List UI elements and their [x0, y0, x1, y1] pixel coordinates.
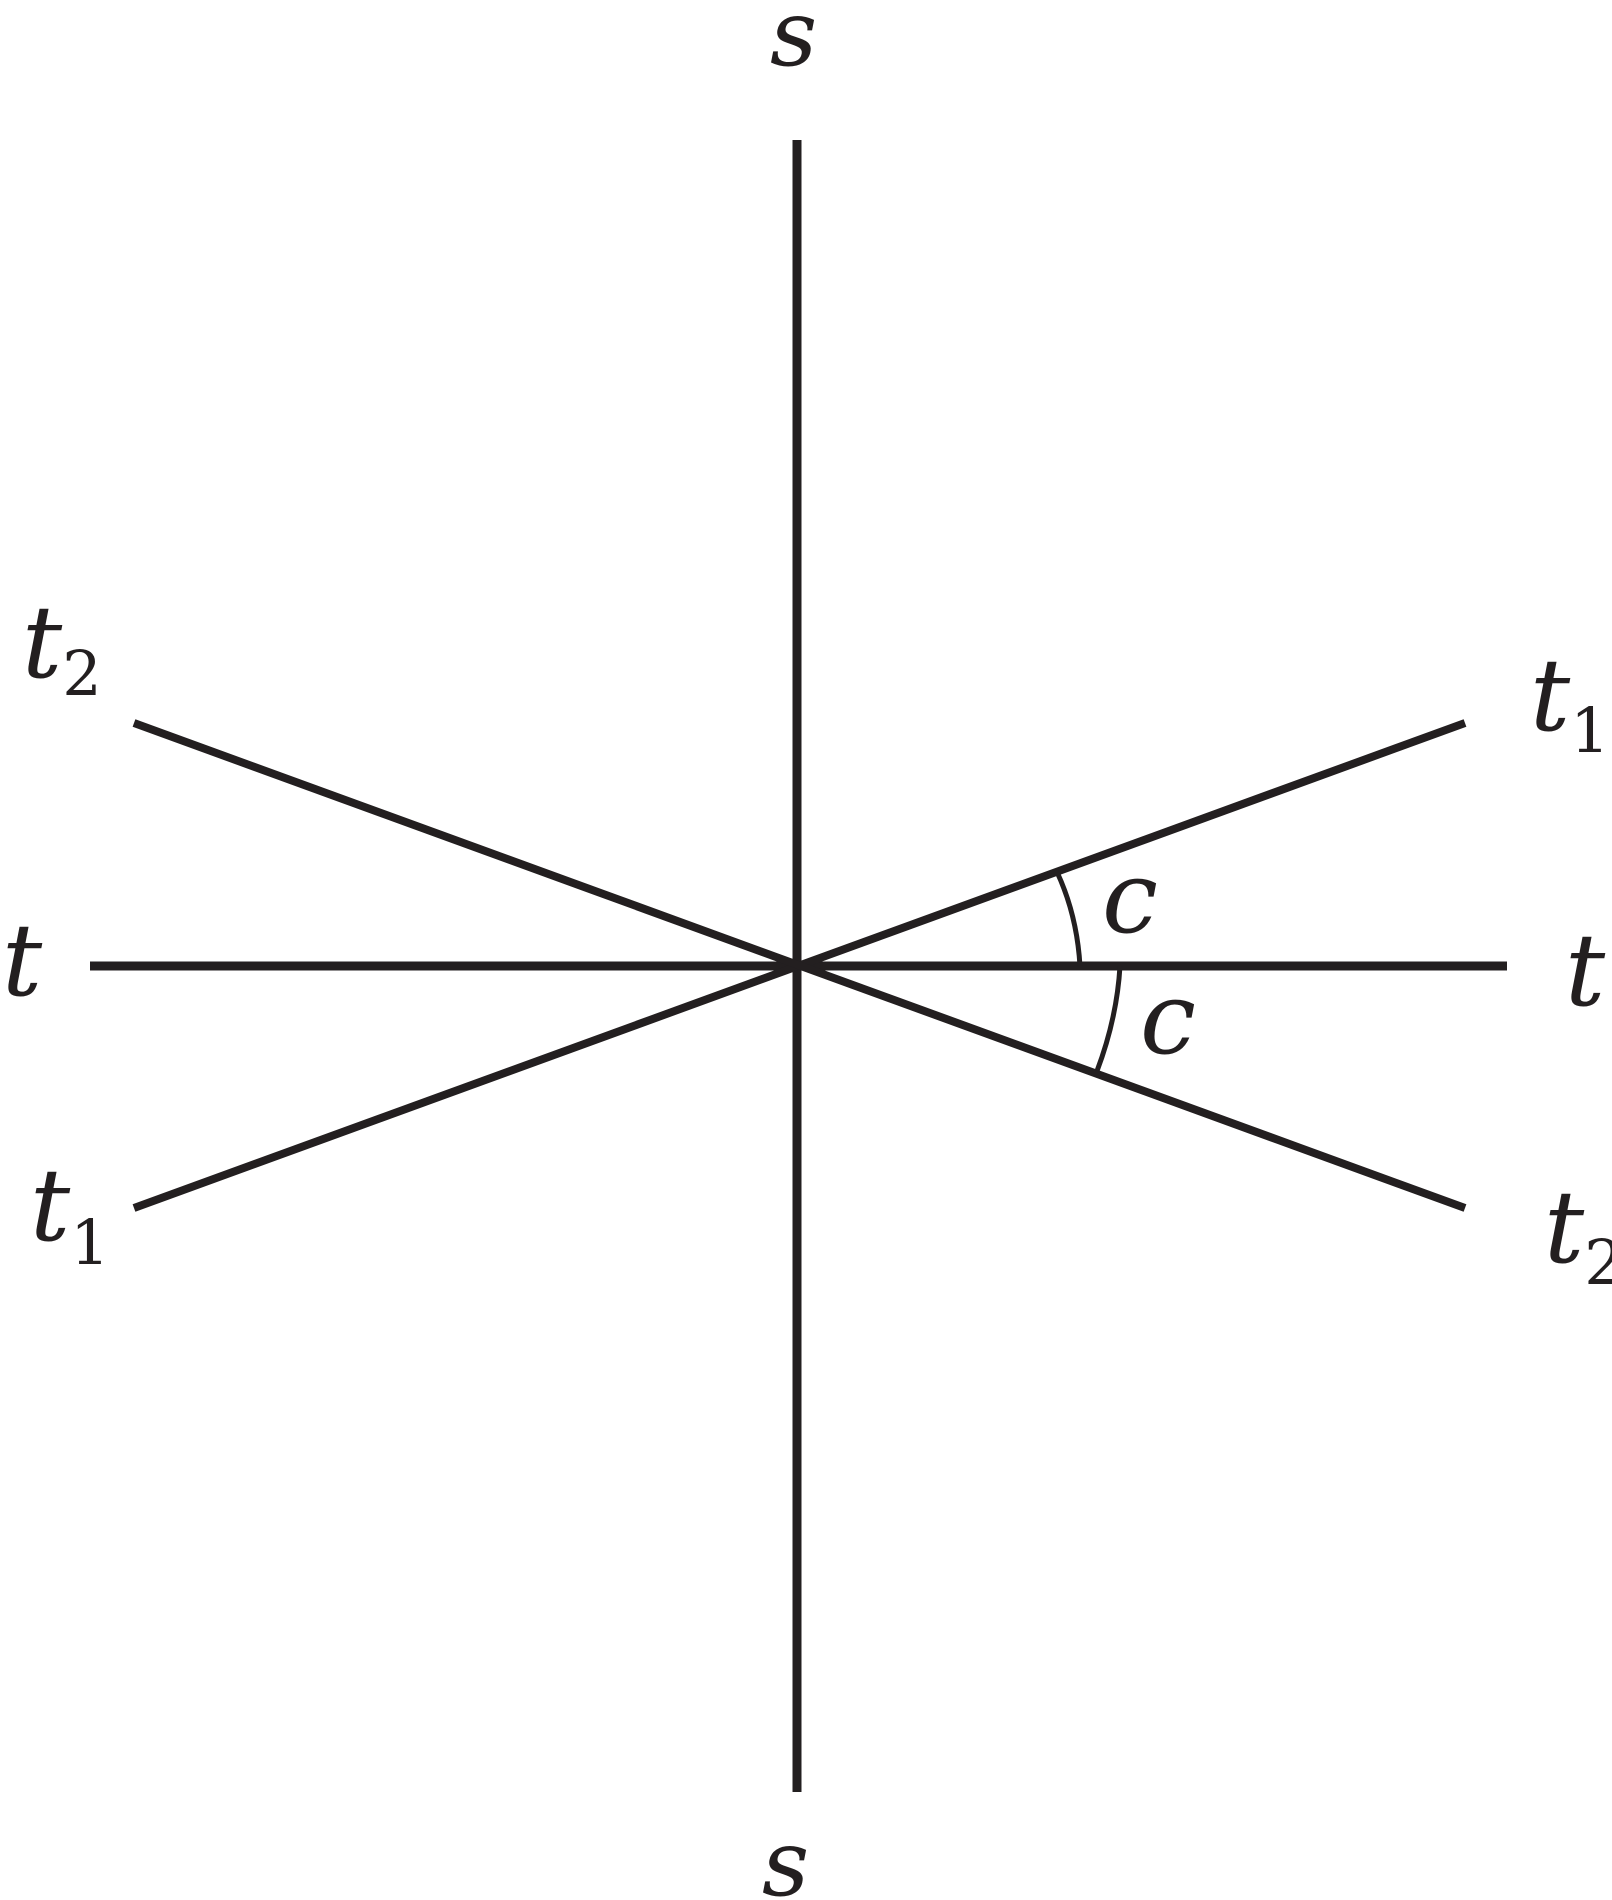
label-t1-lower-left: t1 [30, 1147, 110, 1279]
lines-group [90, 140, 1507, 1792]
label-t1-upper-right-subscript: 1 [1570, 694, 1609, 767]
label-t2-upper-left: t2 [22, 584, 102, 710]
label-t2-lower-right: t2 [1544, 1169, 1612, 1299]
label-s-bottom: s [762, 1810, 809, 1900]
angle-arc-lower [1094, 965, 1123, 1072]
label-angle-c-upper: c [1102, 839, 1158, 956]
angle-arcs-group [1054, 870, 1123, 1072]
label-t2-lower-right-subscript: 2 [1584, 1226, 1612, 1299]
label-t2-upper-left-main: t [22, 584, 63, 701]
line-t2-falling [132, 719, 1467, 1212]
label-t-right: t [1565, 912, 1606, 1029]
label-s-top: s [770, 0, 817, 87]
label-angle-c-lower: c [1140, 960, 1196, 1077]
label-t2-lower-right-main: t [1544, 1169, 1585, 1286]
label-t2-upper-left-subscript: 2 [62, 637, 101, 710]
label-t1-upper-right-main: t [1530, 637, 1571, 754]
label-t1-upper-right: t1 [1530, 637, 1610, 767]
label-t1-lower-left-main: t [30, 1147, 71, 1264]
label-t1-lower-left-subscript: 1 [70, 1206, 109, 1279]
angle-arc-upper [1054, 870, 1083, 967]
label-t-left: t [2, 902, 43, 1019]
